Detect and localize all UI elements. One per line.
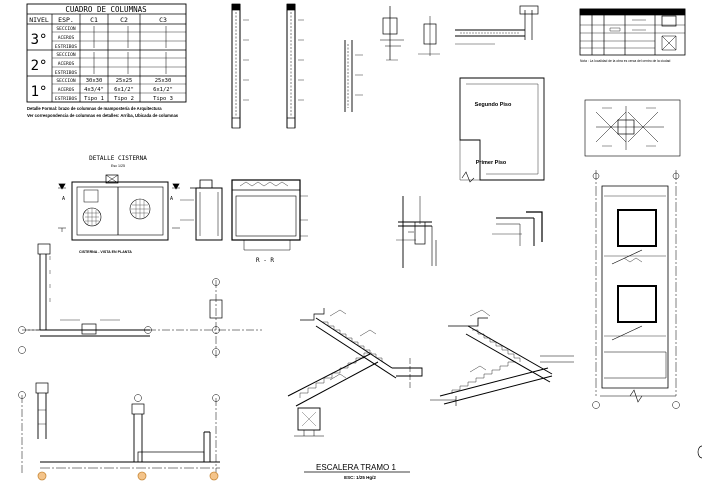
sheet-edge-mark (697, 445, 703, 459)
c3-seccion: 25x30 (155, 78, 172, 84)
stair-opening-plan (592, 170, 680, 409)
header-c1: C1 (90, 16, 98, 24)
slab-section-detail (455, 5, 539, 45)
row-estribos-3: ESTRIBOS (55, 44, 77, 50)
c3-estribos: Tipo 3 (153, 96, 173, 102)
row-seccion-1: SECCION (56, 78, 76, 84)
c2-aceros: 6x1/2" (114, 87, 134, 93)
c1-estribos: Tipo 1 (84, 96, 104, 102)
wall-detail-right (492, 211, 543, 246)
stair-section-4 (430, 361, 553, 406)
column-beam-detail-2 (18, 382, 49, 475)
header-c3: C3 (159, 16, 167, 24)
cistern-cut-marker-right: A (170, 196, 173, 202)
beam-detail-2 (418, 16, 440, 56)
cistern-title: DETALLE CISTERNA (89, 155, 147, 162)
column-elevation-left (231, 3, 249, 129)
slab-lower-label: Primer Piso (476, 160, 507, 166)
column-elevation-center (344, 40, 363, 112)
row-seccion-3: SECCION (56, 26, 76, 32)
column-beam-detail-3 (40, 394, 220, 478)
cistern-plan (58, 174, 180, 241)
columns-table (26, 3, 187, 103)
c2-estribos: Tipo 2 (114, 96, 134, 102)
slab-upper-label: Segundo Piso (475, 102, 512, 108)
column-elevation-right (286, 3, 304, 129)
wall-detail-left (396, 196, 437, 268)
cistern-section-label: R - R (256, 257, 274, 264)
row-estribos-2: ESTRIBOS (55, 70, 77, 76)
table-note-2: Ver correspondencia de columnas en detal… (27, 113, 179, 118)
row-aceros-2: ACEROS (58, 61, 75, 67)
columns-table-title: CUADRO DE COLUMNAS (65, 5, 147, 14)
level-2: 2° (31, 58, 48, 74)
cistern-caption: CISTERNA - VISTA EN PLANTA (79, 250, 132, 254)
stair-section-1 (300, 308, 423, 388)
header-nivel: NIVEL (29, 16, 49, 24)
row-aceros-1: ACEROS (58, 87, 75, 93)
c2-seccion: 25x25 (116, 78, 133, 84)
row-seccion-2: SECCION (56, 52, 76, 58)
header-c2: C2 (120, 16, 128, 24)
rebar-mesh-detail (584, 99, 681, 157)
stairs-subtitle: ESC: 1/25 Hg/2 (344, 475, 376, 480)
header-esp: ESP. (58, 16, 74, 24)
table-note-1: Detalle Formal: brazo de columnas de mam… (27, 106, 162, 111)
stair-section-2 (448, 309, 574, 383)
slab-plan (459, 77, 545, 183)
c3-aceros: 6x1/2" (153, 87, 173, 93)
stair-section-3 (287, 352, 379, 437)
axis-grid-left (18, 278, 262, 360)
column-beam-detail-1 (28, 243, 150, 337)
row-aceros-3: ACEROS (58, 35, 75, 41)
cistern-cut-marker-left: A (62, 196, 65, 202)
legend-note: Nota : La localidad de la obra es cerca … (580, 59, 671, 63)
c1-aceros: 4x3/4" (84, 87, 104, 93)
beam-detail-1 (380, 6, 404, 61)
level-1: 1° (31, 84, 48, 100)
level-3: 3° (31, 32, 48, 48)
row-estribos-1: ESTRIBOS (55, 96, 77, 102)
cistern-section (180, 179, 308, 251)
stairs-title: ESCALERA TRAMO 1 (316, 463, 396, 472)
c1-seccion: 30x30 (86, 78, 103, 84)
legend-table (579, 8, 686, 56)
cistern-scale: Esc 1/25 (111, 164, 125, 168)
axis-bubbles-bottom (37, 471, 219, 481)
